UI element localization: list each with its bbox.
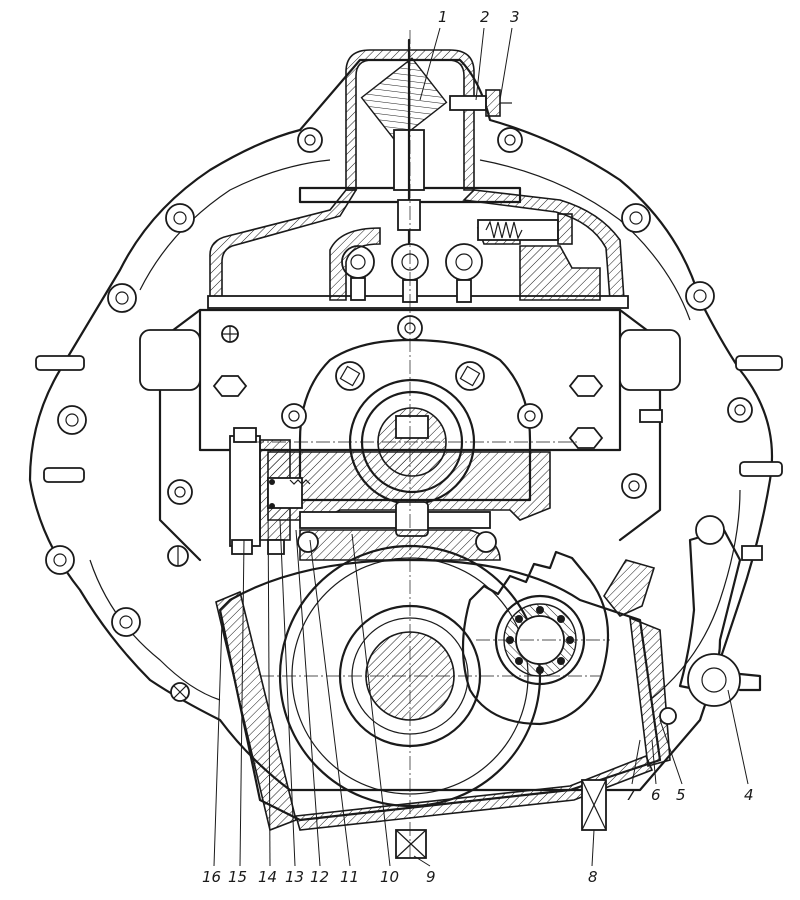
- drain-plug: [581, 779, 607, 831]
- bottom-plug: [395, 829, 427, 859]
- shift-fork-section: [267, 451, 551, 561]
- gear-case-plate: [139, 308, 681, 562]
- callout-15: 15: [228, 868, 247, 886]
- callout-10: 10: [380, 868, 399, 886]
- shift-lever-ball: [360, 38, 448, 302]
- reverse-idler-gear: [461, 550, 610, 726]
- housing-bolt-bosses: [45, 127, 753, 637]
- callout-4: 4: [744, 786, 754, 804]
- callout-11: 11: [340, 868, 359, 886]
- interlock-assembly: [229, 427, 311, 555]
- callout-5: 5: [676, 786, 686, 804]
- lower-gear-case: [215, 558, 671, 832]
- callout-12: 12: [310, 868, 329, 886]
- callout-7: 7: [626, 786, 636, 804]
- detent-spring: [477, 213, 601, 301]
- cover-bolt: [449, 89, 512, 117]
- callout-labels: 1 2 3 4 5 6 7 8 9 10 11 12 13 14 15 16: [202, 8, 754, 886]
- centre-lines: [250, 30, 610, 860]
- callout-3: 3: [510, 8, 520, 26]
- callout-2: 2: [480, 8, 490, 26]
- callout-6: 6: [651, 786, 661, 804]
- callout-9: 9: [426, 868, 436, 886]
- minor-fittings: [167, 409, 677, 725]
- callout-1: 1: [438, 8, 448, 26]
- leader-lines: [213, 27, 749, 867]
- callout-8: 8: [588, 868, 598, 886]
- reverse-shift-lever: [603, 515, 763, 707]
- callout-16: 16: [202, 868, 221, 886]
- callout-14: 14: [258, 868, 277, 886]
- side-studs: [35, 355, 783, 483]
- callout-13: 13: [285, 868, 304, 886]
- bell-housing: [28, 58, 774, 792]
